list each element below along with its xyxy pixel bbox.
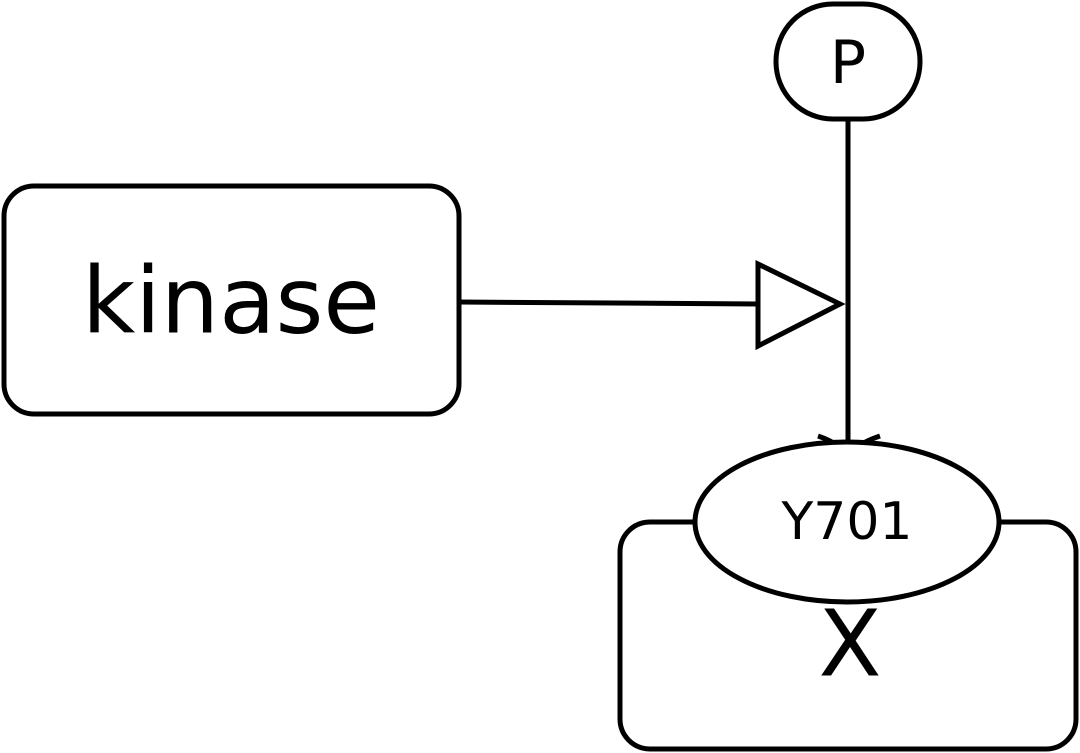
site-node-ellipse [692, 439, 1002, 605]
kinase-node-label: kinase [82, 248, 380, 355]
phosphate-node-label: P [830, 28, 866, 98]
phosphate-node-box [773, 1, 923, 122]
catalysis-edge [457, 299, 759, 307]
target-node[interactable]: X [617, 519, 1079, 752]
kinase-node-box [1, 183, 462, 417]
kinase-node[interactable]: kinase [1, 183, 462, 417]
catalysis-arrowhead [755, 259, 846, 351]
site-node[interactable]: Y701 [692, 439, 1002, 605]
target-node-label: X [818, 591, 881, 698]
phosphate-node[interactable]: P [773, 1, 923, 122]
site-node-label: Y701 [780, 492, 912, 552]
